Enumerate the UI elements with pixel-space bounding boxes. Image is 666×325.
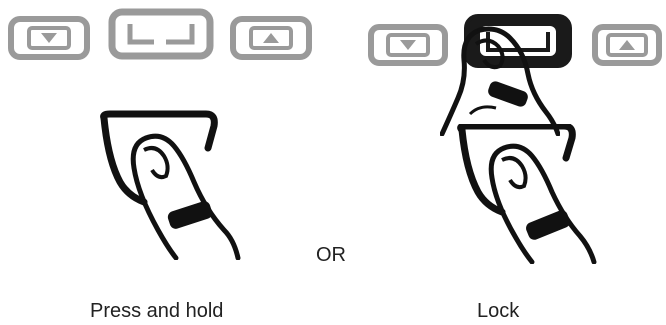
press-and-hold-caption: Press and hold <box>90 300 223 323</box>
down-arrow-icon <box>400 40 416 50</box>
up-button-right[interactable] <box>592 24 662 66</box>
finger-lock-icon <box>452 124 602 264</box>
up-arrow-icon <box>263 33 279 43</box>
up-arrow-icon <box>619 40 635 50</box>
finger-on-enter-icon <box>440 24 560 136</box>
enter-button[interactable] <box>108 8 214 60</box>
lock-caption: Lock <box>477 300 519 323</box>
down-button[interactable] <box>8 16 90 60</box>
finger-press-hold-icon <box>98 110 248 260</box>
up-button[interactable] <box>230 16 312 60</box>
down-button-right[interactable] <box>368 24 448 66</box>
or-separator: OR <box>316 244 346 267</box>
enter-icon <box>130 24 192 42</box>
down-arrow-icon <box>41 33 57 43</box>
